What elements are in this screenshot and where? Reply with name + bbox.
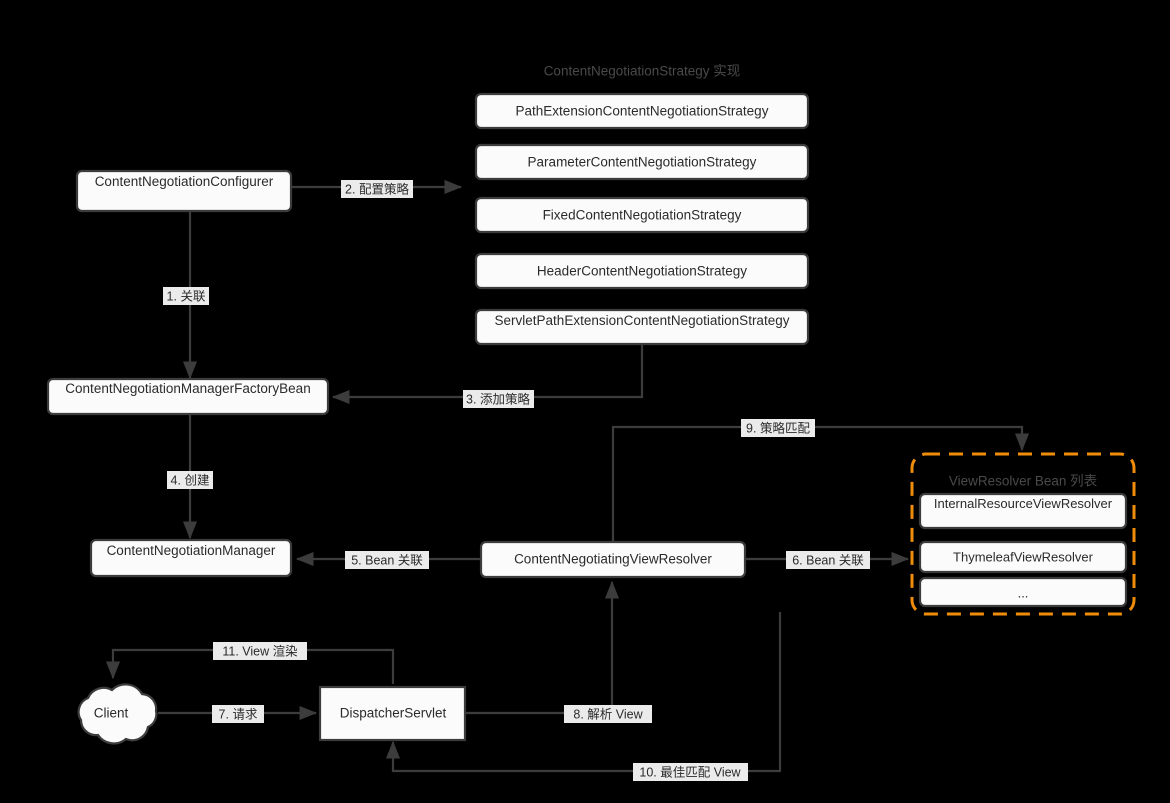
strategy-group-title: ContentNegotiationStrategy 实现	[544, 64, 741, 79]
edge-label-9: 9. 策略匹配	[741, 419, 815, 437]
edge-label-4-bg	[167, 471, 213, 489]
viewresolver-item-1-label: ThymeleafViewResolver	[953, 549, 1094, 564]
node-configurer-box[interactable]	[75, 169, 293, 213]
node-client[interactable]: Client	[77, 683, 158, 745]
edge-label-1: 1. 关联	[163, 287, 209, 305]
viewresolver-item-2-label: ...	[1018, 585, 1029, 600]
edge-label-2-bg	[341, 180, 413, 198]
node-dispatcher-servlet-label: DispatcherServlet	[340, 706, 447, 721]
node-factory-bean-label: ContentNegotiationManagerFactoryBean	[65, 381, 311, 396]
viewresolver-item-1[interactable]: ThymeleafViewResolver	[918, 540, 1128, 574]
edge-label-3: 3. 添加策略	[463, 390, 534, 408]
viewresolver-item-1-box[interactable]	[918, 540, 1128, 574]
edge-line-8	[465, 580, 620, 715]
strategy-item-2-box[interactable]	[474, 196, 810, 234]
strategy-item-2[interactable]: FixedContentNegotiationStrategy	[474, 196, 810, 234]
node-manager-label: ContentNegotiationManager	[106, 543, 276, 558]
node-manager-label-wrap: ContentNegotiationManager	[106, 543, 276, 558]
strategy-item-0-box[interactable]	[474, 92, 810, 130]
node-configurer-label: ContentNegotiationConfigurer	[94, 174, 274, 189]
edge-label-3-bg	[463, 390, 534, 408]
edge-label-8-bg	[564, 705, 652, 723]
edge-line-3	[331, 344, 644, 405]
node-client-cloud[interactable]	[77, 683, 158, 745]
viewresolver-item-2-box[interactable]	[918, 576, 1128, 608]
strategy-item-0[interactable]: PathExtensionContentNegotiationStrategy	[474, 92, 810, 130]
edge-label-5: 5. Bean 关联	[345, 551, 429, 569]
edge-label-11-text: 11. View 渲染	[222, 643, 298, 658]
edge-label-2: 2. 配置策略	[341, 180, 413, 198]
node-factory-bean-label-wrap: ContentNegotiationManagerFactoryBean	[65, 381, 311, 396]
edge-label-6-text: 6. Bean 关联	[792, 553, 864, 567]
viewresolver-item-0-label: InternalResourceViewResolver	[933, 496, 1113, 511]
edge-label-5-bg	[345, 551, 429, 569]
viewresolver-group-title: ViewResolver Bean 列表	[949, 474, 1098, 489]
edge-label-10-bg	[633, 763, 748, 781]
edge-label-11: 11. View 渲染	[213, 642, 307, 660]
edge-label-10-text: 10. 最佳匹配 View	[639, 765, 741, 779]
edge-label-8-text: 8. 解析 View	[573, 707, 643, 721]
strategy-item-3-label: HeaderContentNegotiationStrategy	[537, 264, 747, 279]
edge-label-7: 7. 请求	[212, 705, 264, 723]
edge-label-9-text: 9. 策略匹配	[746, 420, 810, 435]
node-dispatcher-servlet-box[interactable]	[318, 685, 467, 742]
node-negotiating-view-resolver-box[interactable]	[479, 540, 747, 579]
strategy-item-1-box[interactable]	[474, 143, 810, 181]
viewresolver-group-border	[910, 452, 1136, 616]
viewresolver-item-0-label-wrap: InternalResourceViewResolver	[933, 496, 1113, 511]
edge-label-11-bg	[213, 642, 307, 660]
viewresolver-item-2[interactable]: ...	[918, 576, 1128, 608]
strategy-item-4[interactable]: ServletPathExtensionContentNegotiationSt…	[474, 308, 810, 346]
strategy-item-2-label: FixedContentNegotiationStrategy	[543, 208, 742, 223]
node-client-label: Client	[94, 706, 129, 721]
edge-label-4-text: 4. 创建	[171, 473, 210, 487]
edge-label-2-text: 2. 配置策略	[345, 181, 409, 196]
strategy-item-1[interactable]: ParameterContentNegotiationStrategy	[474, 143, 810, 181]
edge-label-1-text: 1. 关联	[167, 289, 206, 303]
edge-label-1-bg	[163, 287, 209, 305]
strategy-item-3[interactable]: HeaderContentNegotiationStrategy	[474, 252, 810, 290]
strategy-item-0-label: PathExtensionContentNegotiationStrategy	[516, 104, 769, 119]
edge-label-6-bg	[786, 551, 870, 569]
edge-label-5-text: 5. Bean 关联	[351, 553, 423, 567]
strategy-item-4-box[interactable]	[474, 308, 810, 346]
edge-label-10: 10. 最佳匹配 View	[633, 763, 748, 781]
edge-line-10	[385, 612, 782, 773]
node-factory-bean-box[interactable]	[46, 377, 330, 416]
node-factory-bean[interactable]: ContentNegotiationManagerFactoryBean	[46, 377, 330, 416]
strategy-item-4-label-wrap: ServletPathExtensionContentNegotiationSt…	[494, 313, 790, 328]
node-negotiating-view-resolver-label: ContentNegotiatingViewResolver	[514, 552, 712, 567]
node-manager[interactable]: ContentNegotiationManager	[89, 538, 293, 578]
edge-line-9	[611, 425, 1030, 542]
node-manager-box[interactable]	[89, 538, 293, 578]
strategy-item-1-label: ParameterContentNegotiationStrategy	[528, 155, 757, 170]
node-negotiating-view-resolver[interactable]: ContentNegotiatingViewResolver	[479, 540, 747, 579]
edge-label-9-bg	[741, 419, 815, 437]
edge-label-3-text: 3. 添加策略	[466, 391, 530, 406]
strategy-item-4-label: ServletPathExtensionContentNegotiationSt…	[494, 313, 790, 328]
node-configurer-label-wrap: ContentNegotiationConfigurer	[94, 174, 274, 189]
edge-label-6: 6. Bean 关联	[786, 551, 870, 569]
viewresolver-group: ViewResolver Bean 列表 InternalResourceVie…	[910, 452, 1136, 616]
edge-label-4: 4. 创建	[167, 471, 213, 489]
edge-label-7-bg	[212, 705, 264, 723]
viewresolver-item-0-box[interactable]	[918, 492, 1128, 530]
viewresolver-item-0[interactable]: InternalResourceViewResolver	[918, 492, 1128, 530]
edge-label-8: 8. 解析 View	[564, 705, 652, 723]
node-dispatcher-servlet[interactable]: DispatcherServlet	[318, 685, 467, 742]
node-configurer[interactable]: ContentNegotiationConfigurer	[75, 169, 293, 213]
strategy-item-3-box[interactable]	[474, 252, 810, 290]
edge-label-7-text: 7. 请求	[219, 707, 258, 721]
